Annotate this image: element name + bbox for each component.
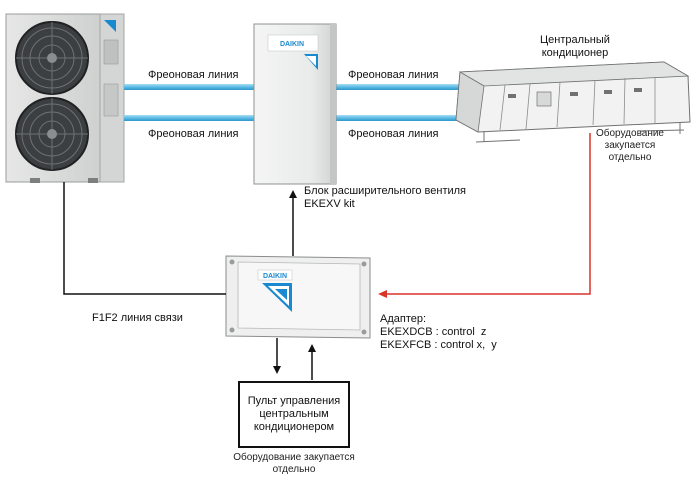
central-ac-unit (455, 61, 691, 143)
outdoor-unit (5, 13, 125, 183)
valve-block-line2: EKEXV kit (304, 198, 355, 210)
valve-block-label: Блок расширительного вентиля EKEXV kit (304, 185, 466, 211)
f1f2-link-wire (63, 182, 226, 295)
adapter-title: Адаптер: (380, 313, 427, 325)
controller-note: Оборудование закупается отдельно (214, 452, 374, 476)
adapter-logo-icon (262, 283, 292, 312)
freon-pipe-right-bottom (336, 115, 461, 121)
freon-pipe-right-top (336, 84, 461, 90)
freon-label-left-top: Фреоновая линия (148, 69, 239, 81)
connections (63, 133, 591, 380)
freon-pipe-left-top (124, 84, 254, 90)
valve-kit-unit: DAIKIN (253, 23, 337, 185)
controller-box: Пульт управления центральным кондиционер… (238, 381, 350, 448)
central-ac-note-line1: Оборудование (595, 128, 664, 139)
valve-block-line1: Блок расширительного вентиля (304, 185, 467, 197)
central-ac-note-line2: закупается (604, 140, 656, 151)
central-ac-note: Оборудование закупается отдельно (590, 128, 670, 164)
central-ac-title: Центральный кондиционер (520, 34, 630, 60)
outdoor-fan-bottom-icon (15, 97, 89, 171)
adapter-line2: EKEXFCB : control x, y (380, 339, 497, 351)
controller-note-line2: отдельно (272, 464, 316, 475)
controller-line1: Пульт управления (247, 395, 341, 407)
freon-label-right-top: Фреоновая линия (348, 69, 439, 81)
freon-pipes (124, 84, 461, 121)
outdoor-logo-icon (104, 20, 116, 32)
central-ac-title-line2: кондиционер (541, 47, 609, 59)
freon-pipe-left-bottom (124, 115, 254, 121)
controller-note-line1: Оборудование закупается (233, 452, 355, 463)
adapter-logo-text: DAIKIN (263, 273, 287, 280)
outdoor-fan-top-icon (15, 21, 89, 95)
f1f2-link-label: F1F2 линия связи (92, 312, 183, 324)
controller-line3: кондиционером (253, 421, 335, 433)
central-ac-note-line3: отдельно (608, 152, 652, 163)
freon-label-right-bottom: Фреоновая линия (348, 128, 439, 140)
controller-line2: центральным (259, 408, 329, 420)
valve-kit-logo-icon (304, 54, 318, 70)
adapter-label: Адаптер: EKEXDCB : control z EKEXFCB : c… (380, 313, 497, 352)
freon-label-left-bottom: Фреоновая линия (148, 128, 239, 140)
valve-kit-logo-text: DAIKIN (280, 41, 304, 48)
adapter-line1: EKEXDCB : control z (380, 326, 487, 338)
arrow-ac-to-adapter (378, 133, 591, 298)
adapter-unit: DAIKIN (225, 255, 371, 339)
central-ac-title-line1: Центральный (540, 34, 610, 46)
